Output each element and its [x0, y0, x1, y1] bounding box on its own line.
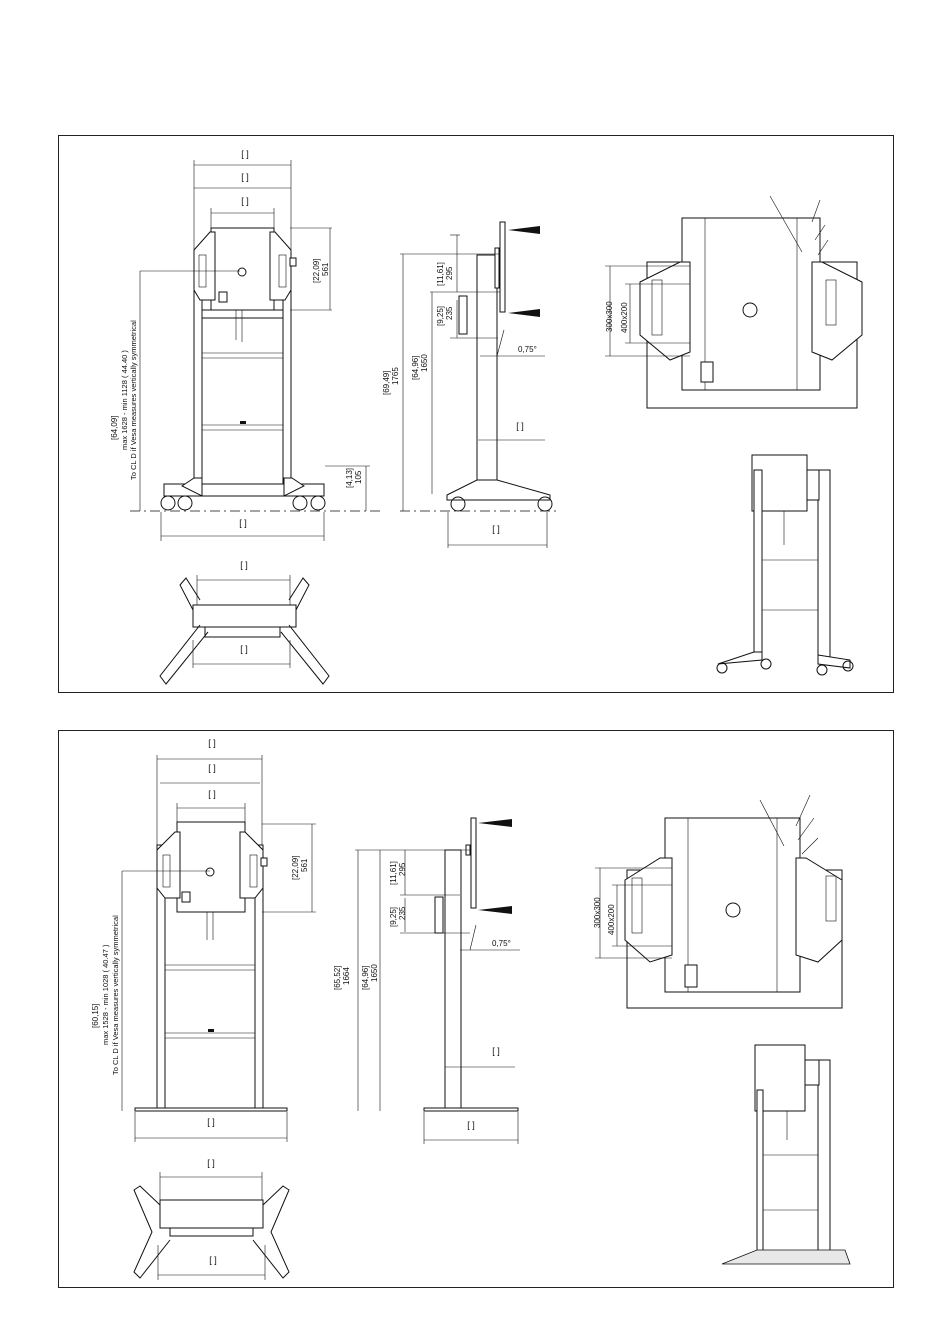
dim-plate-label: [ ] — [241, 196, 249, 206]
lower-bracket-label: [9,25] — [436, 306, 445, 326]
dim-top-label: [ ] — [241, 149, 249, 159]
upper-value-label-b: 295 — [398, 862, 407, 876]
top-view-dim-top-b: [ ] — [207, 1158, 215, 1168]
offset-dim-label: [ ] — [516, 421, 524, 431]
dim-plate-label-b: [ ] — [208, 789, 216, 799]
mid-value-label: 1650 — [420, 354, 429, 372]
vesa-detail-mobile: 300x300 400x200 — [605, 195, 863, 409]
height-range-label: max 1628 - min 1128 ( 44.40 ) — [120, 350, 129, 450]
top-view-base-fixed: [ ] [ ] — [133, 1158, 290, 1280]
height-bracket-label-b: [60,15] — [91, 1004, 100, 1028]
vesa-inner-label-b: 400x200 — [607, 904, 616, 935]
side-base-dim-label: [ ] — [492, 524, 500, 534]
mid-value-label-b: 1650 — [370, 964, 379, 982]
dim-mid-label-b: [ ] — [208, 763, 216, 773]
side-view-mobile: 0,75° [11,61] 295 [9,25] 235 [69,49] 176… — [382, 221, 560, 548]
upper-bracket-label: [11,61] — [436, 262, 445, 286]
top-view-base-mobile: [ ] [ ] — [159, 560, 330, 685]
vesa-outer-label-b: 300x300 — [593, 897, 602, 928]
vesa-outer-label: 300x300 — [605, 301, 614, 332]
plate-bracket-label-b: [22,09] — [291, 856, 300, 880]
dim-base-label: [ ] — [239, 518, 247, 528]
top-view-dim-top: [ ] — [240, 560, 248, 570]
top-view-dim-bottom-b: [ ] — [209, 1255, 217, 1265]
dim-mid-label: [ ] — [241, 172, 249, 182]
lower-bracket-label-b: [9,25] — [389, 907, 398, 927]
lower-value-label-b: 235 — [398, 906, 407, 920]
dim-base-label-b: [ ] — [207, 1117, 215, 1127]
side-base-dim-label-b: [ ] — [467, 1120, 475, 1130]
foot-bracket-label: [4,13] — [345, 468, 354, 488]
total-bracket-label: [69,49] — [382, 371, 391, 395]
plate-bracket-label: [22,09] — [312, 259, 321, 283]
plate-value-label-b: 561 — [300, 858, 309, 872]
total-bracket-label-b: [65,52] — [333, 966, 342, 990]
height-note-label-b: To CL D if Vesa measures vertically symm… — [111, 915, 120, 1075]
dim-top-label-b: [ ] — [208, 738, 216, 748]
total-value-label: 1765 — [391, 367, 400, 385]
side-view-fixed: 0,75° [11,61] 295 [9,25] 235 [65,52] 166… — [333, 817, 520, 1144]
upper-bracket-label-b: [11,61] — [389, 861, 398, 885]
perspective-fixed — [721, 1044, 851, 1265]
mid-bracket-label-b: [64,96] — [361, 966, 370, 990]
offset-dim-label-b: [ ] — [492, 1046, 500, 1056]
front-view-mobile: [ ] [ ] [ ] [ — [110, 149, 380, 541]
foot-value-label: 105 — [354, 470, 363, 484]
plate-value-label: 561 — [321, 262, 330, 276]
height-note-label: To CL D if Vesa measures vertically symm… — [129, 320, 138, 480]
top-view-dim-bottom: [ ] — [240, 644, 248, 654]
height-bracket-label: [64,09] — [110, 416, 119, 440]
perspective-mobile — [716, 454, 854, 676]
lower-value-label: 235 — [445, 306, 454, 320]
tilt-label: 0,75° — [518, 345, 537, 354]
front-view-fixed: [ ] [ ] [ ] [ ] [60,15] max 1528 - min 1… — [91, 738, 316, 1142]
upper-value-label: 295 — [445, 266, 454, 280]
height-range-label-b: max 1528 - min 1028 ( 40.47 ) — [101, 944, 110, 1045]
total-value-label-b: 1664 — [342, 967, 351, 985]
vesa-detail-fixed: 300x300 400x200 — [593, 794, 843, 1009]
vesa-inner-label: 400x200 — [620, 302, 629, 333]
tilt-label-b: 0,75° — [492, 939, 511, 948]
mid-bracket-label: [64,96] — [411, 356, 420, 380]
